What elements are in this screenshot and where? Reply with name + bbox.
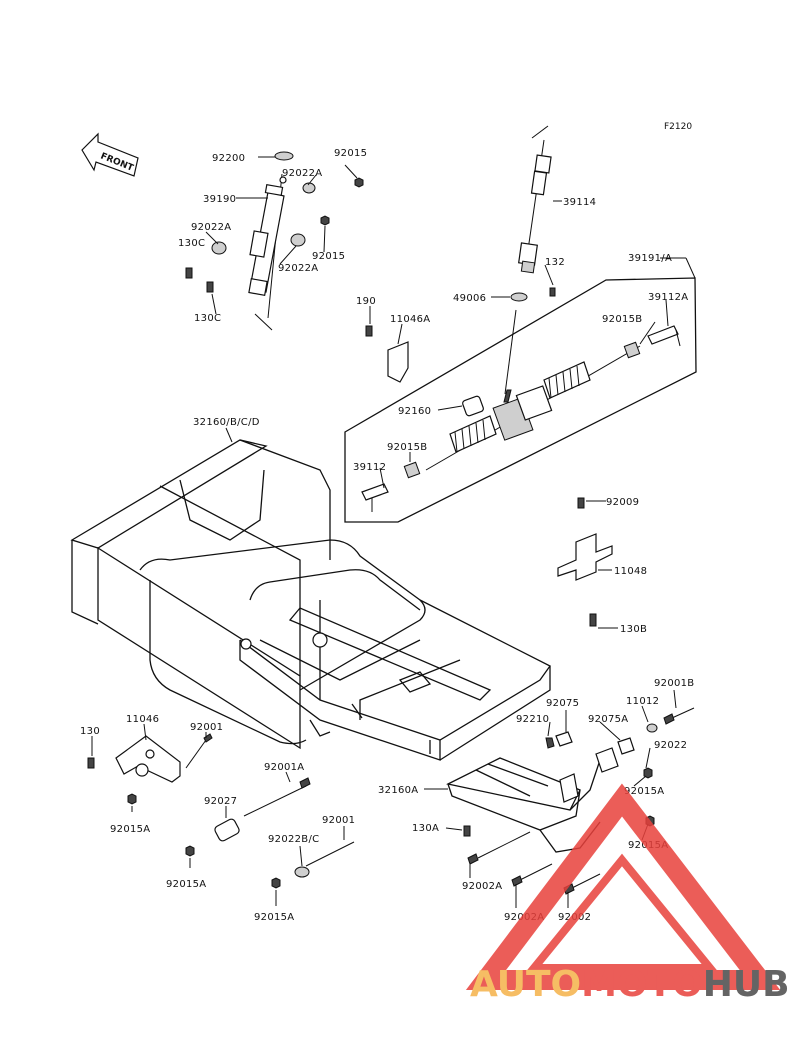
bracket-11048: [557, 497, 613, 627]
spacer-and-bolts: [185, 777, 355, 889]
part-label-49006: 49006: [453, 293, 486, 304]
part-label-92015a: 92015A: [110, 824, 150, 835]
automotohub-watermark: AUTOMOTOHUB: [465, 783, 790, 1005]
part-label-39112a: 39112A: [648, 292, 688, 303]
part-label-92002a: 92002A: [462, 881, 502, 892]
part-label-92001: 92001: [322, 815, 355, 826]
part-label-92015b: 92015B: [602, 314, 642, 325]
part-label-92015a: 92015A: [254, 912, 294, 923]
part-label-92001a: 92001A: [264, 762, 304, 773]
bracket-11046a: [365, 325, 409, 383]
front-arrow-icon: FRONT: [81, 132, 139, 177]
part-label-92210: 92210: [516, 714, 549, 725]
part-label-92015: 92015: [334, 148, 367, 159]
part-label-32160bcd: 32160/B/C/D: [193, 417, 260, 428]
part-label-39190: 39190: [203, 194, 236, 205]
part-label-39191a: 39191/A: [628, 253, 672, 264]
part-label-92022: 92022: [654, 740, 687, 751]
part-label-11046: 11046: [126, 714, 159, 725]
part-label-92015: 92015: [312, 251, 345, 262]
part-label-92001: 92001: [190, 722, 223, 733]
part-label-92160: 92160: [398, 406, 431, 417]
part-label-11046a: 11046A: [390, 314, 430, 325]
diagram-code: F2120: [664, 122, 692, 132]
part-label-132: 132: [545, 257, 565, 268]
watermark-part-2: MOTO: [581, 964, 703, 1005]
steering-stay-assembly: [185, 151, 364, 331]
steering-shaft-assembly: [504, 125, 556, 395]
part-label-11048: 11048: [614, 566, 647, 577]
part-label-92075a: 92075A: [588, 714, 628, 725]
part-label-130: 130: [80, 726, 100, 737]
watermark-part-1: AUTO: [470, 964, 581, 1005]
svg-text:AUTOMOTOHUB: AUTOMOTOHUB: [470, 964, 790, 1005]
part-label-92022a: 92022A: [191, 222, 231, 233]
part-label-92022a: 92022A: [278, 263, 318, 274]
part-label-92022a: 92022A: [282, 168, 322, 179]
part-label-92200: 92200: [212, 153, 245, 164]
steering-rack-group: [344, 277, 697, 523]
part-label-39114: 39114: [563, 197, 596, 208]
part-label-190: 190: [356, 296, 376, 307]
part-label-92015a: 92015A: [624, 786, 664, 797]
part-label-32160a: 32160A: [378, 785, 418, 796]
bracket-11046-assembly: [87, 733, 213, 805]
part-label-11012: 11012: [626, 696, 659, 707]
part-label-92027: 92027: [204, 796, 237, 807]
main-frame: [70, 439, 551, 761]
part-label-130c: 130C: [178, 238, 205, 249]
part-label-92015a: 92015A: [166, 879, 206, 890]
part-label-92022bc: 92022B/C: [268, 834, 319, 845]
watermark-part-3: HUB: [703, 964, 790, 1005]
part-label-92001b: 92001B: [654, 678, 694, 689]
part-label-92075: 92075: [546, 698, 579, 709]
part-label-39112: 39112: [353, 462, 386, 473]
part-label-130b: 130B: [620, 624, 647, 635]
part-label-130a: 130A: [412, 823, 439, 834]
part-label-130c: 130C: [194, 313, 221, 324]
part-label-92009: 92009: [606, 497, 639, 508]
sub-frame-32160a: [446, 707, 695, 895]
part-label-92015b: 92015B: [387, 442, 427, 453]
